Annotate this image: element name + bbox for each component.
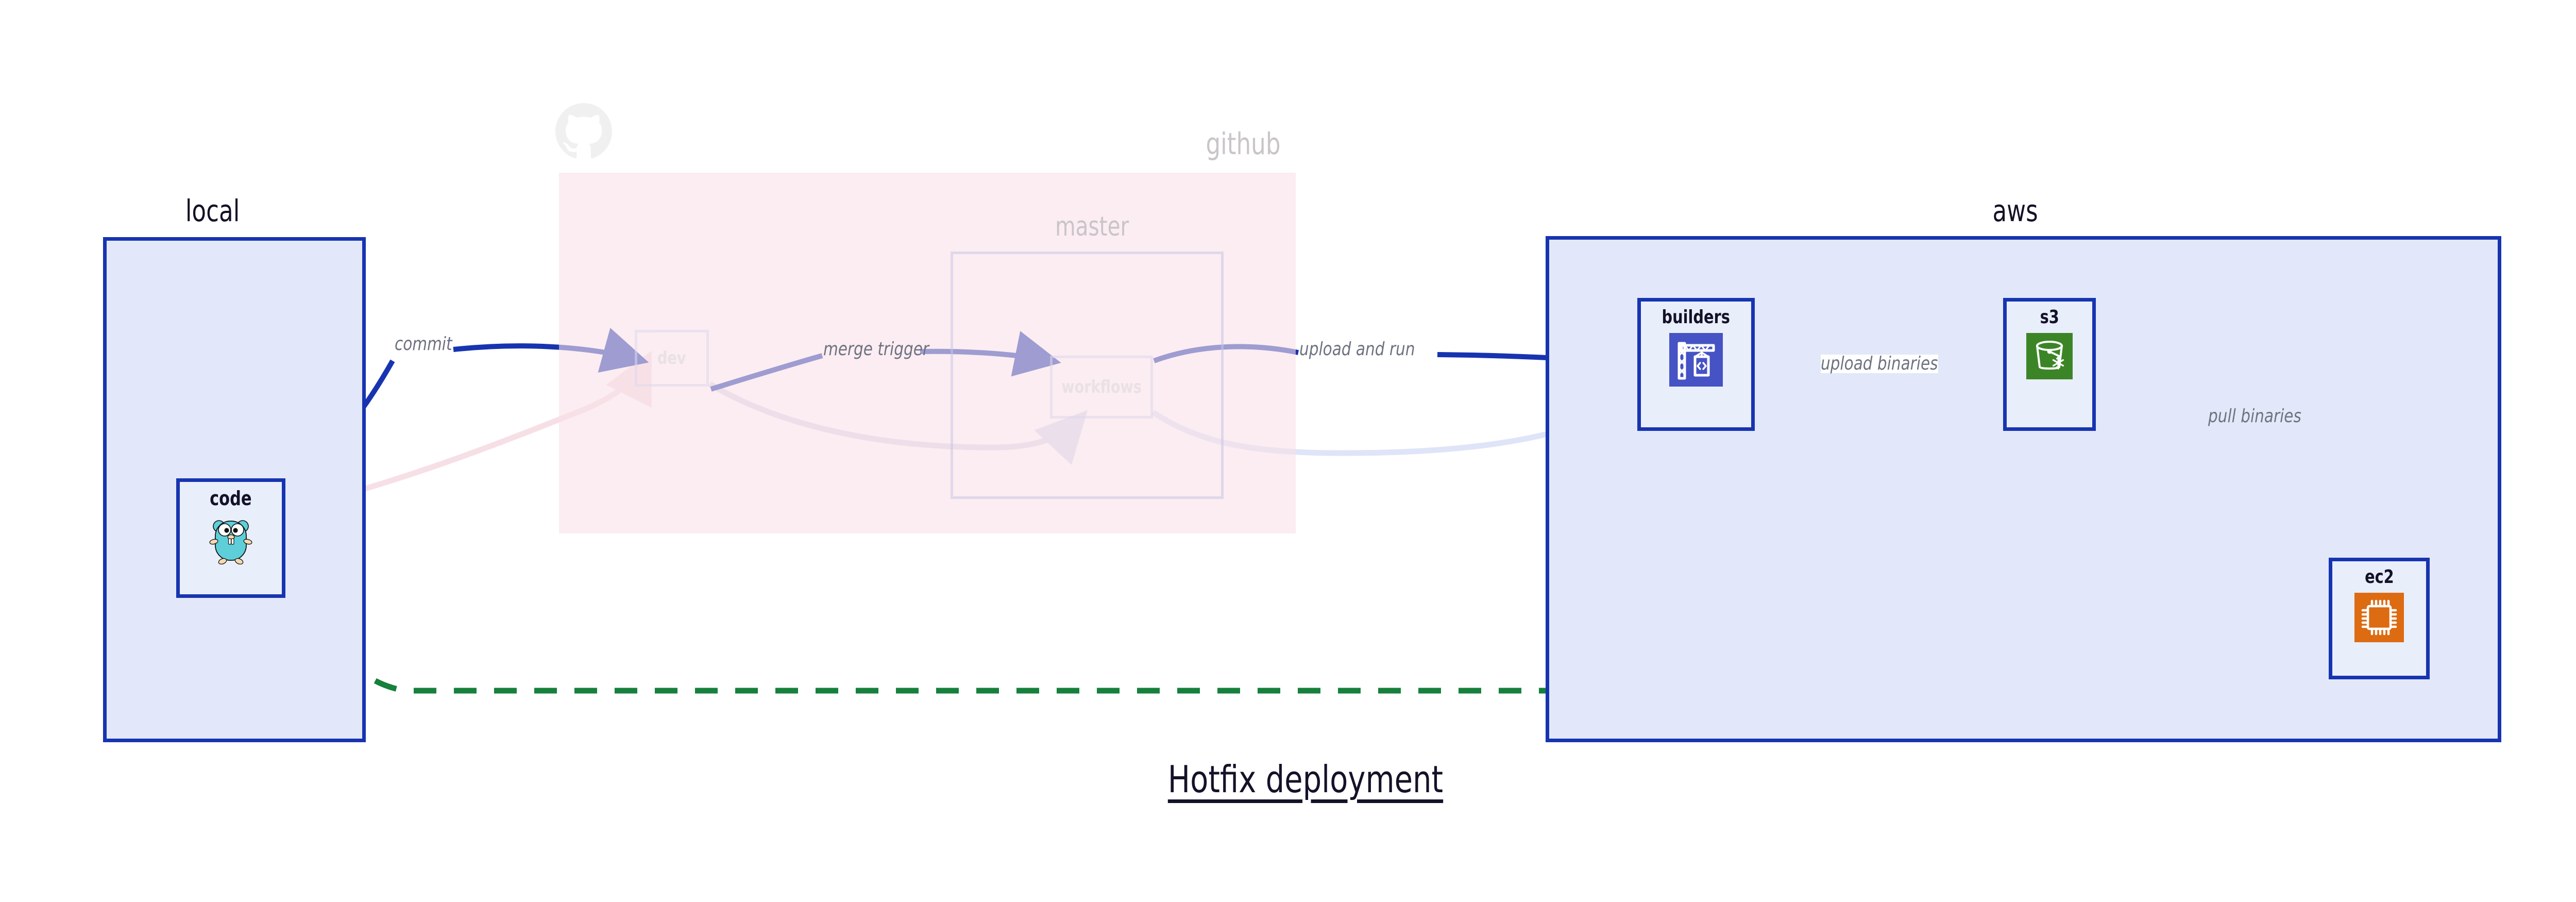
- node-s3[interactable]: s3: [2003, 298, 2096, 431]
- cluster-github: [559, 173, 1296, 533]
- aws-ec2-chip-icon: [2354, 593, 2404, 644]
- aws-codebuild-icon: [1669, 333, 1723, 389]
- node-ec2-label: ec2: [2364, 566, 2394, 588]
- cluster-aws-label: aws: [1992, 193, 2038, 228]
- edge-label-pull-binaries: pull binaries: [2208, 406, 2301, 427]
- aws-s3-bucket-icon: [2026, 333, 2073, 381]
- node-builders[interactable]: builders: [1637, 298, 1755, 431]
- go-gopher-icon: [209, 515, 253, 566]
- node-workflows[interactable]: workflows: [1050, 356, 1153, 419]
- node-ec2[interactable]: ec2: [2329, 558, 2430, 679]
- cluster-master: [951, 252, 1224, 499]
- page-title: Hotfix deployment: [1167, 758, 1444, 801]
- node-builders-label: builders: [1662, 307, 1731, 328]
- node-code[interactable]: code: [176, 478, 285, 598]
- edge-label-commit: commit: [395, 333, 452, 355]
- node-dev-label: dev: [657, 348, 686, 369]
- cluster-master-label: master: [1055, 211, 1129, 242]
- node-code-label: code: [210, 487, 252, 510]
- node-dev[interactable]: dev: [635, 330, 709, 387]
- node-workflows-label: workflows: [1061, 377, 1142, 397]
- node-s3-label: s3: [2040, 307, 2059, 328]
- github-octocat-icon: [555, 103, 612, 160]
- edge-label-merge-trigger: merge trigger: [823, 339, 929, 360]
- edge-label-upload-binaries: upload binaries: [1821, 353, 1938, 374]
- cluster-github-label: github: [1206, 126, 1281, 161]
- cluster-local-label: local: [185, 193, 240, 228]
- edge-label-upload-and-run: upload and run: [1299, 339, 1415, 360]
